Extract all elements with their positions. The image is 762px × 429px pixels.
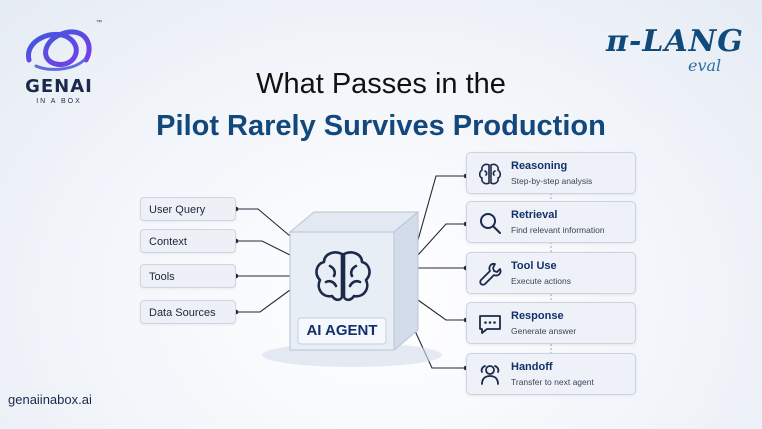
agent-cube xyxy=(262,210,442,367)
pi-lang-logo: π-LANG eval xyxy=(606,20,746,80)
step-title: Tool Use xyxy=(511,260,557,272)
input-context: Context xyxy=(140,229,236,253)
step-handoff: Handoff Transfer to next agent xyxy=(466,353,636,395)
brain-icon xyxy=(478,163,502,185)
step-reasoning: Reasoning Step-by-step analysis xyxy=(466,152,636,194)
brand-tagline: IN A BOX xyxy=(36,98,82,105)
brand-name: GENAI xyxy=(25,76,93,97)
title-line-1: What Passes in the xyxy=(256,68,506,100)
agent-label: AI AGENT xyxy=(306,322,378,339)
input-tools: Tools xyxy=(140,264,236,288)
step-title: Handoff xyxy=(511,361,553,373)
step-desc: Find relevant information xyxy=(511,225,605,235)
pi-lang-eval: eval xyxy=(688,56,722,75)
genai-swirl-icon xyxy=(26,29,92,71)
handoff-icon xyxy=(480,365,500,385)
wrench-icon xyxy=(479,262,502,286)
step-tool-use: Tool Use Execute actions xyxy=(466,252,636,294)
trademark: ™ xyxy=(96,20,102,26)
step-desc: Generate answer xyxy=(511,326,577,336)
chat-icon xyxy=(479,315,501,334)
step-title: Response xyxy=(511,310,564,322)
step-title: Reasoning xyxy=(511,160,568,172)
step-desc: Transfer to next agent xyxy=(511,377,594,387)
brain-icon xyxy=(315,251,371,302)
step-title: Retrieval xyxy=(511,209,558,221)
website-link[interactable]: genaiinabox.ai xyxy=(8,392,92,407)
step-response: Response Generate answer xyxy=(466,302,636,344)
magnifier-icon xyxy=(480,213,501,234)
step-desc: Step-by-step analysis xyxy=(511,176,593,186)
input-user-query: User Query xyxy=(140,197,236,221)
step-retrieval: Retrieval Find relevant information xyxy=(466,201,636,243)
title-line-2: Pilot Rarely Survives Production xyxy=(156,110,606,142)
input-data-sources: Data Sources xyxy=(140,300,236,324)
genai-logo: ™ GENAI IN A BOX xyxy=(14,20,104,110)
step-desc: Execute actions xyxy=(511,276,572,286)
pi-lang-name: π-LANG xyxy=(606,24,744,59)
